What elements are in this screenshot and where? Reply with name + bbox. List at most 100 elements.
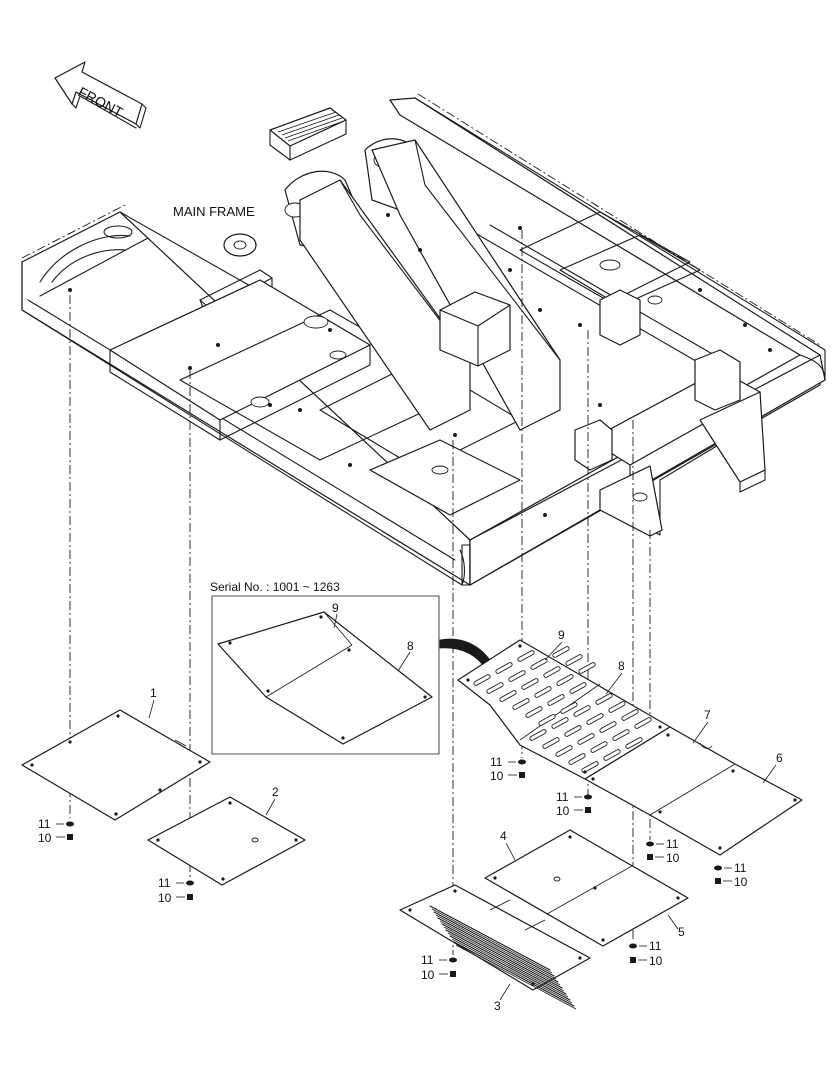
vent-slot [586,713,604,725]
vent-slot [530,658,548,670]
callout-5: 5 [678,925,685,939]
louver-bar [433,911,555,977]
cover-plate-3 [399,884,591,1010]
vent-slot [578,662,596,674]
vent-slot [564,725,582,737]
vent-slot [568,753,586,765]
vent-slot [560,702,578,714]
callout-bolt: 10 [734,875,748,889]
vent-slot [603,749,621,761]
vent-slot [590,741,608,753]
washer-icon [646,841,654,847]
louver-bar-shadow [431,908,553,974]
louver-bar [429,905,551,971]
louver-bar [449,935,571,1001]
vent-slot [621,709,639,721]
callout-washer: 11 [734,861,747,875]
step-treads [277,111,345,142]
cover-plate-1 [21,709,211,821]
bolt-icon [67,834,73,840]
slots-plate-8 [529,693,656,773]
louver-bar-shadow [455,944,577,1010]
serial-inset: Serial No. : 1001 ~ 1263 9 8 [210,580,440,755]
washer-icon [629,943,637,949]
washer-icon [449,957,457,963]
callout-3: 3 [494,999,501,1013]
inset-callout-8: 8 [407,639,414,653]
bolt-icon [585,807,591,813]
louver-tab [489,899,511,911]
vent-slot [547,694,565,706]
vent-slot [521,678,539,690]
bolt-icon [647,854,653,860]
callout-washer: 11 [38,817,51,831]
main-frame [21,93,826,586]
callout-washer: 11 [666,837,679,851]
bolt-icon [519,772,525,778]
bolt-icon [187,894,193,900]
callout-bolt: 10 [666,851,680,865]
vent-slot [543,666,561,678]
vent-slot [542,737,560,749]
front-arrow: FRONT [54,61,147,129]
washer-icon [714,865,722,871]
vent-slot [512,698,530,710]
cover-plate-2 [147,796,306,886]
inset-pointer-arrow [439,638,491,665]
callout-washer: 11 [490,755,503,769]
callout-washer: 11 [421,953,434,967]
cover-plate-7-6 [584,726,803,856]
vent-slot [552,646,570,658]
callout-bolt: 10 [38,831,52,845]
vent-slot [608,701,626,713]
vent-slot [581,761,599,773]
louver-bar-shadow [447,932,569,998]
washer-icon [186,880,194,886]
vent-slot [599,721,617,733]
inset-callout-9: 9 [332,601,339,615]
louvers [429,899,577,1010]
frame-bolt-holes [68,213,772,517]
louver-bar [445,929,567,995]
callout-bolt: 10 [649,954,663,968]
louver-bar [437,917,559,983]
vent-slot [556,674,574,686]
vent-slot [565,654,583,666]
callout-bolt: 10 [490,769,504,783]
bolt-icon [450,971,456,977]
vent-slot [525,706,543,718]
callout-7: 7 [704,708,711,722]
louver-bar-shadow [451,938,573,1004]
callout-9: 9 [558,628,565,642]
vent-slot [555,745,573,757]
vent-slot [595,693,613,705]
louver-bar-shadow [439,920,561,986]
vent-slot [573,705,591,717]
slots-plate-9 [473,646,596,726]
cover-plate-4-5 [484,829,689,947]
washer-icon [518,759,526,765]
vent-slot [551,717,569,729]
vent-slot [473,674,491,686]
vent-slot [495,662,513,674]
callout-bolt: 10 [421,968,435,982]
callout-8: 8 [618,659,625,673]
vent-slot [517,650,535,662]
vent-slot [529,729,547,741]
bolt-icon [630,957,636,963]
vent-slot [538,714,556,726]
louver-bar [441,923,563,989]
vent-slot [569,682,587,694]
cover-plate-9-8 [457,639,671,780]
louver-tab [524,919,546,931]
serial-number-label: Serial No. : 1001 ~ 1263 [210,580,340,594]
vent-slot [612,729,630,741]
callout-washer: 11 [556,790,569,804]
